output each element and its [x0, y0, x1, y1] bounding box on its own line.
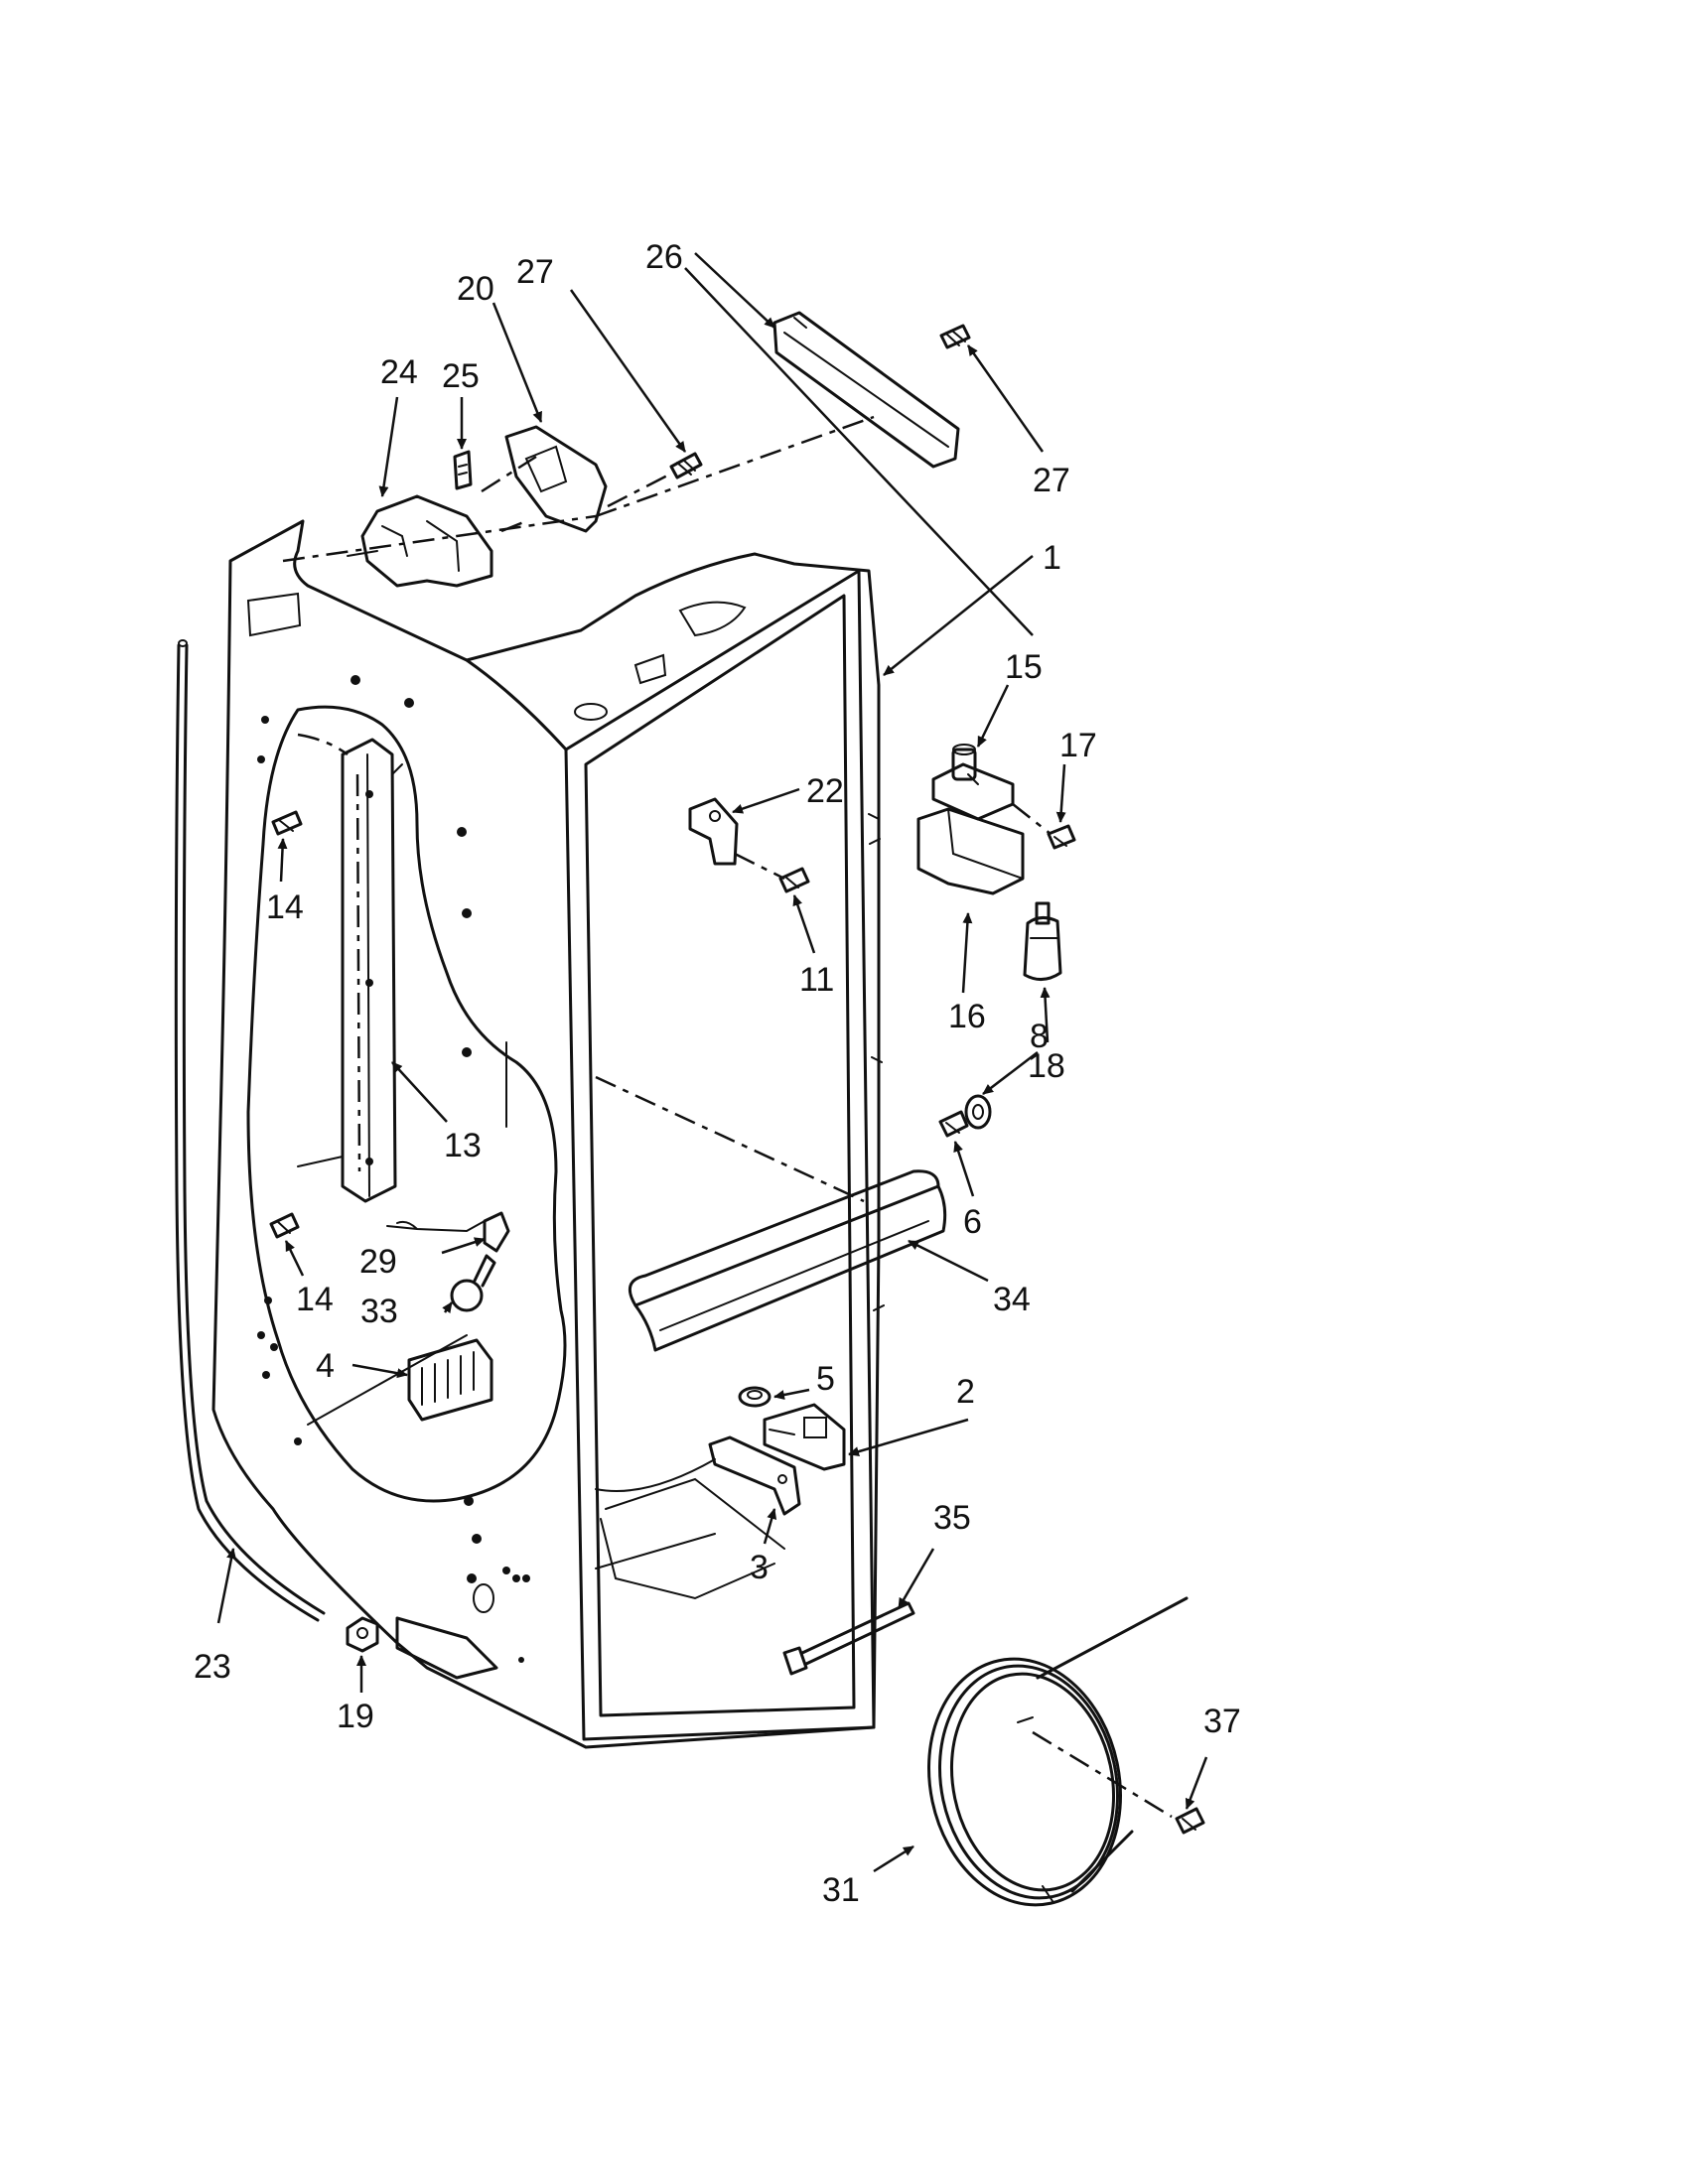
- callout-27-top: 27: [516, 253, 554, 291]
- part-15-control: [931, 744, 1015, 821]
- part-23-tube: [174, 639, 326, 1622]
- callout-2: 2: [956, 1373, 975, 1411]
- part-3-bracket: [708, 1435, 801, 1516]
- dash-line-22-11: [734, 852, 785, 881]
- callout-31: 31: [822, 1871, 860, 1909]
- callout-14-upper: 14: [266, 888, 304, 926]
- callout-20: 20: [457, 270, 494, 308]
- callout-8: 8: [1030, 1018, 1049, 1055]
- callout-17: 17: [1059, 727, 1097, 764]
- callout-23: 23: [194, 1648, 231, 1686]
- callout-33: 33: [360, 1293, 398, 1330]
- callout-24: 24: [380, 353, 418, 391]
- part-34-shield: [628, 1169, 947, 1352]
- callout-18: 18: [1028, 1047, 1065, 1085]
- part-13-channel: [297, 738, 403, 1203]
- callout-29: 29: [359, 1243, 397, 1281]
- callout-1: 1: [1043, 539, 1061, 577]
- part-29-socket: [386, 1211, 510, 1253]
- part-31-tubing-coil: [927, 1596, 1189, 1907]
- callout-26: 26: [645, 238, 683, 276]
- part-5-grommet: [738, 1386, 772, 1408]
- callout-13: 13: [444, 1127, 482, 1164]
- callout-14-lower: 14: [296, 1281, 334, 1318]
- part-37-screw: [1175, 1807, 1205, 1835]
- part-33-bulb: [450, 1254, 496, 1312]
- callout-3: 3: [750, 1549, 769, 1586]
- callout-35: 35: [933, 1499, 971, 1537]
- callout-34: 34: [993, 1281, 1031, 1318]
- dash-line-31-37: [1032, 1730, 1173, 1819]
- callout-19: 19: [337, 1698, 374, 1735]
- part-20-bracket: [481, 425, 608, 533]
- part-14-screw-b: [269, 1212, 300, 1239]
- dash-line-26-top: [595, 415, 875, 518]
- part-14-screw-a: [271, 810, 303, 836]
- part-2-bracket: [763, 1403, 846, 1471]
- callout-16: 16: [948, 998, 986, 1035]
- dash-line-27-20: [607, 470, 676, 508]
- callout-22: 22: [806, 772, 844, 810]
- part-18-knob: [1023, 901, 1062, 981]
- callout-37: 37: [1203, 1703, 1241, 1740]
- part-16-housing: [916, 807, 1025, 895]
- part-19-nut: [346, 1616, 379, 1653]
- part-26-rail: [772, 311, 960, 469]
- callout-6: 6: [963, 1203, 982, 1241]
- dash-line-15-17: [1012, 803, 1052, 835]
- callout-15: 15: [1005, 648, 1043, 686]
- part-6-screw: [938, 1110, 969, 1138]
- callout-11: 11: [799, 961, 834, 999]
- callout-25: 25: [442, 357, 480, 395]
- cabinet-liner: [211, 519, 885, 1749]
- part-25-clip: [453, 450, 473, 490]
- part-8-grommet: [964, 1094, 992, 1130]
- part-35-cable-tie: [782, 1601, 915, 1676]
- part-17-screw: [1047, 824, 1076, 850]
- part-4-grille: [407, 1338, 493, 1422]
- part-27-screw-a: [669, 452, 703, 479]
- callout-4: 4: [316, 1347, 335, 1385]
- part-11-screw: [778, 867, 810, 893]
- callout-5: 5: [816, 1360, 835, 1398]
- dash-line-26-left: [282, 514, 597, 563]
- part-22-bracket: [688, 797, 739, 866]
- part-27-screw-b: [939, 324, 971, 349]
- leader-lines: [218, 253, 1206, 1871]
- part-24-housing: [347, 494, 493, 588]
- callout-labels: 1 2 3 4 5 6 8 11 13 14 14 15 16 17 18 19…: [194, 238, 1241, 1909]
- callout-27-right: 27: [1033, 462, 1070, 499]
